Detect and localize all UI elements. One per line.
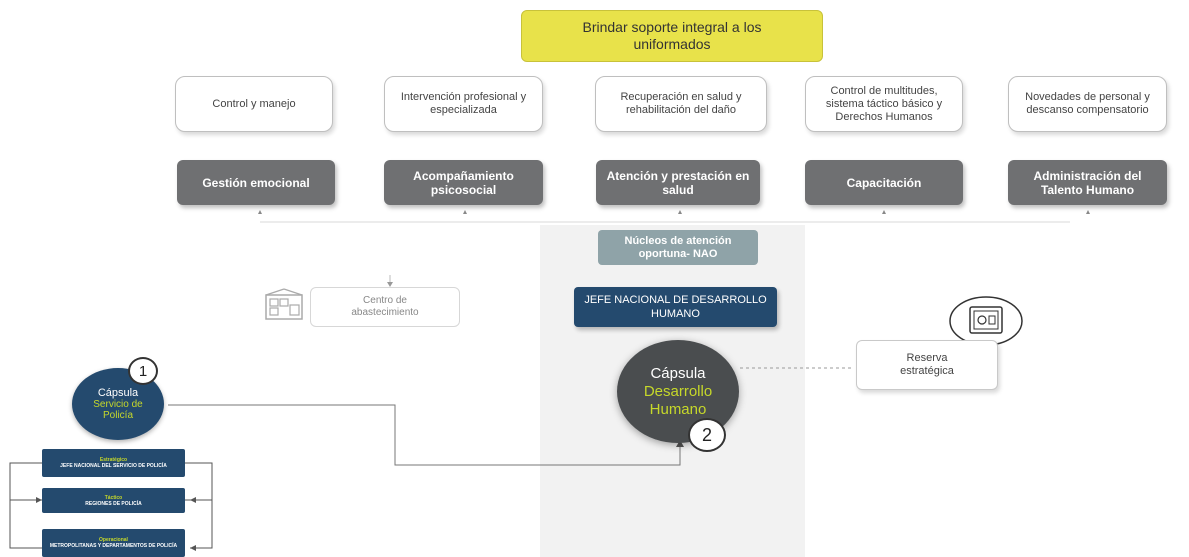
area-box: Atención y prestación en salud <box>596 160 760 205</box>
jefe-nacional-box: JEFE NACIONAL DE DESARROLLO HUMANO <box>574 287 777 327</box>
area-box: Administración del Talento Humano <box>1008 160 1167 205</box>
objective-box: Recuperación en salud y rehabilitación d… <box>595 76 767 132</box>
area-box: Gestión emocional <box>177 160 335 205</box>
safe-icon <box>948 295 1024 347</box>
arrow-up-icon <box>882 210 886 214</box>
capsule-desarrollo-humano: Cápsula Desarrollo Humano <box>617 340 739 443</box>
level-label: Táctico <box>104 494 123 501</box>
arrow-up-icon <box>1086 210 1090 214</box>
arrow-up-icon <box>258 210 262 214</box>
level-label: Operacional <box>99 537 128 543</box>
capsule-subtitle: Desarrollo Humano <box>643 382 713 418</box>
capsule-title: Cápsula <box>650 364 706 382</box>
capsule-title: Cápsula <box>97 387 139 399</box>
number-badge: 1 <box>128 357 158 385</box>
nao-box: Núcleos de atención oportuna- NAO <box>598 230 758 265</box>
number-badge: 2 <box>688 418 726 452</box>
objective-box: Intervención profesional y especializada <box>384 76 543 132</box>
level-description: METROPOLITANAS Y DEPARTAMENTOS DE POLICÍ… <box>49 543 178 549</box>
centro-abastecimiento-box: Centro de abastecimiento <box>310 287 460 327</box>
level-box-tactico: Táctico REGIONES DE POLICÍA <box>42 488 185 513</box>
objective-box: Control y manejo <box>175 76 333 132</box>
area-box: Capacitación <box>805 160 963 205</box>
capsule-subtitle: Servicio de Policía <box>93 399 143 421</box>
objective-box: Control de multitudes, sistema táctico b… <box>805 76 963 132</box>
main-objective-title: Brindar soporte integral a los uniformad… <box>521 10 823 62</box>
level-box-operacional: Operacional METROPOLITANAS Y DEPARTAMENT… <box>42 529 185 557</box>
level-description: REGIONES DE POLICÍA <box>85 500 142 507</box>
objective-box: Novedades de personal y descanso compens… <box>1008 76 1167 132</box>
level-description: JEFE NACIONAL DEL SERVICIO DE POLICÍA <box>60 463 167 469</box>
level-label: Estratégico <box>99 457 128 463</box>
arrow-up-icon <box>678 210 682 214</box>
reserva-estrategica-box: Reserva estratégica <box>856 340 998 390</box>
arrow-up-icon <box>463 210 467 214</box>
warehouse-icon <box>262 287 306 323</box>
level-box-estrategico: Estratégico JEFE NACIONAL DEL SERVICIO D… <box>42 449 185 477</box>
area-box: Acompañamiento psicosocial <box>384 160 543 205</box>
